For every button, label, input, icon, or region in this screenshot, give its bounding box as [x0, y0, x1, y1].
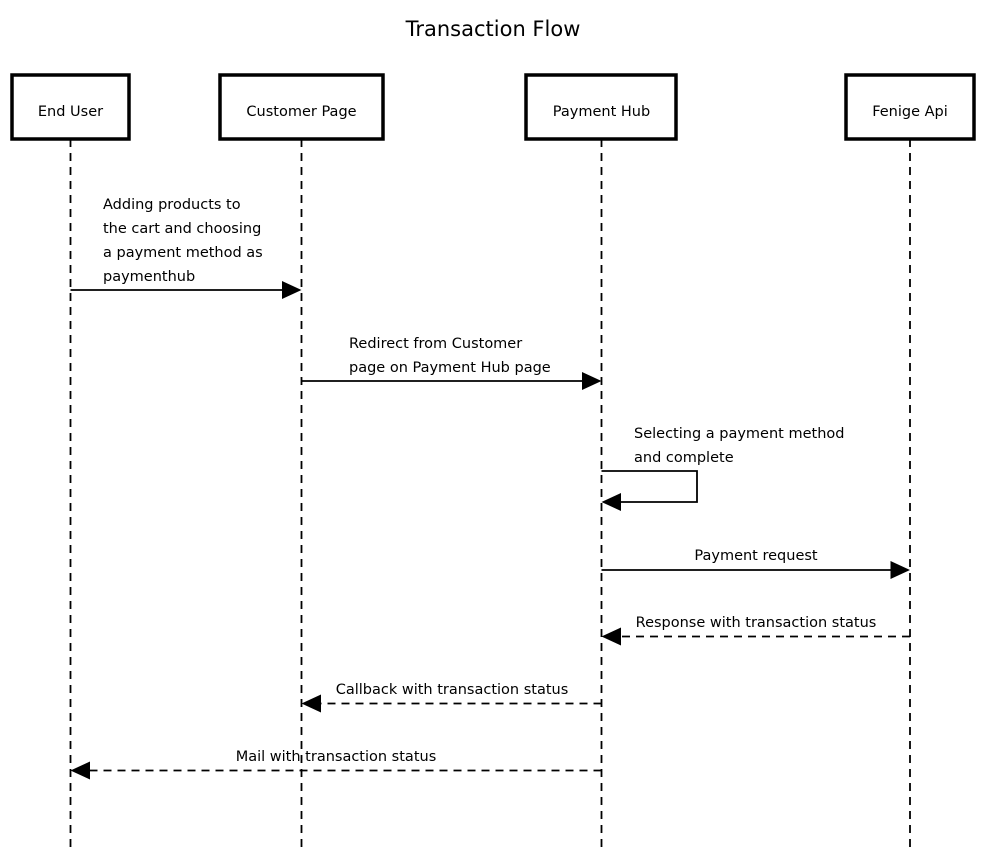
- actor-label-end-user: End User: [38, 104, 103, 120]
- message-label-line: Mail with transaction status: [236, 749, 437, 765]
- actor-box-payment-hub: [524, 73, 678, 141]
- arrowhead-left: [301, 694, 321, 713]
- arrowhead-left: [601, 493, 621, 511]
- message-select-payment: Selecting a payment method and complete: [601, 426, 844, 511]
- message-mail-status: Mail with transaction status: [70, 749, 602, 780]
- arrowhead-left: [601, 627, 621, 646]
- actors-group: End User Customer Page Payment Hub Fenig…: [10, 73, 976, 853]
- message-add-to-cart: Adding products to the cart and choosing…: [70, 197, 302, 299]
- actor-fenige-api: Fenige Api: [844, 73, 976, 853]
- message-callback-status: Callback with transaction status: [301, 682, 602, 713]
- actor-end-user: End User: [10, 73, 131, 853]
- actor-customer-page: Customer Page: [218, 73, 385, 853]
- message-label-line: Callback with transaction status: [336, 682, 569, 698]
- message-label-line: Payment request: [694, 548, 818, 564]
- message-payment-request: Payment request: [601, 548, 910, 579]
- message-label-line: paymenthub: [103, 269, 195, 285]
- message-label-line: Redirect from Customer: [349, 336, 522, 352]
- diagram-title: Transaction Flow: [405, 17, 581, 41]
- arrowhead-right: [582, 372, 602, 390]
- actor-payment-hub: Payment Hub: [524, 73, 678, 853]
- message-arrow-line: [601, 470, 698, 503]
- arrowhead-right: [282, 281, 302, 299]
- actor-box-customer-page: [218, 73, 385, 141]
- actor-label-fenige-api: Fenige Api: [872, 104, 948, 120]
- message-label-line: Selecting a payment method: [634, 426, 844, 442]
- message-label-line: Adding products to: [103, 197, 241, 213]
- actor-label-payment-hub: Payment Hub: [553, 104, 650, 120]
- actor-label-customer-page: Customer Page: [246, 104, 356, 120]
- message-label-line: and complete: [634, 450, 734, 466]
- message-response-status: Response with transaction status: [601, 615, 910, 646]
- message-label-line: page on Payment Hub page: [349, 360, 551, 376]
- message-label-line: the cart and choosing: [103, 221, 261, 237]
- arrowhead-right: [890, 561, 910, 579]
- messages-group: Adding products to the cart and choosing…: [70, 197, 910, 780]
- arrowhead-left: [70, 761, 90, 780]
- message-redirect: Redirect from Customer page on Payment H…: [301, 336, 602, 390]
- message-label-line: a payment method as: [103, 245, 263, 261]
- message-label-line: Response with transaction status: [636, 615, 877, 631]
